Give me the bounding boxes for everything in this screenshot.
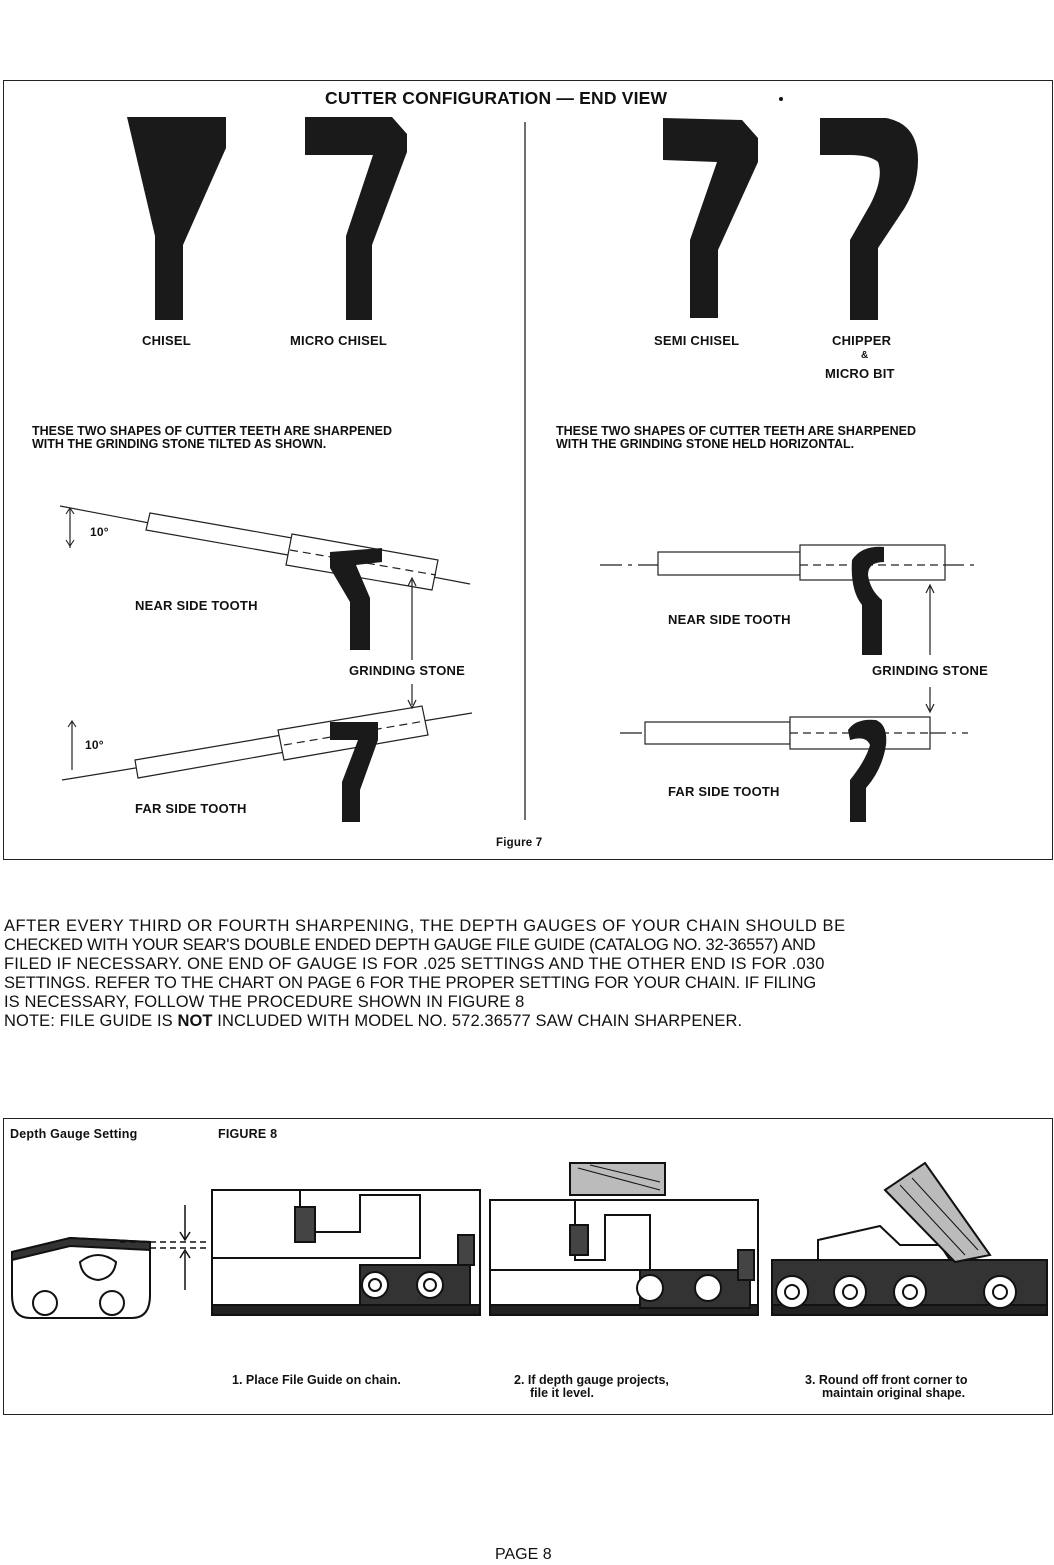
note-prefix: NOTE: FILE GUIDE IS [4, 1012, 178, 1030]
step-3-chain-icon [771, 1161, 1048, 1316]
near-side-chisel-tooth-icon [330, 548, 382, 650]
left-grinding-stone-label: GRINDING STONE [349, 663, 465, 678]
left-far-side-label: FAR SIDE TOOTH [135, 801, 247, 816]
chipper-label: CHIPPER [832, 333, 892, 348]
figure-7-title: CUTTER CONFIGURATION — END VIEW [325, 88, 668, 108]
left-note-line-1: THESE TWO SHAPES OF CUTTER TEETH ARE SHA… [32, 424, 392, 438]
paragraph-line-4: SETTINGS. REFER TO THE CHART ON PAGE 6 F… [4, 974, 817, 992]
step-2-caption-line-2: file it level. [530, 1386, 594, 1400]
page-number: PAGE 8 [495, 1546, 552, 1563]
chain-side-link-icon [11, 1236, 151, 1319]
note-line: NOTE: FILE GUIDE IS NOT INCLUDED WITH MO… [4, 1012, 1052, 1031]
figure-8-title: FIGURE 8 [218, 1127, 278, 1141]
micro-chisel-label: MICRO CHISEL [290, 333, 388, 348]
bullet-dot [779, 97, 783, 101]
figure-8-label: Depth Gauge Setting [10, 1127, 138, 1141]
right-far-side-label: FAR SIDE TOOTH [668, 784, 780, 799]
micro-chisel-tooth-icon [305, 117, 407, 320]
paragraph-line-2: CHECKED WITH YOUR SEAR'S DOUBLE ENDED DE… [4, 936, 816, 954]
far-angle-label: 10° [85, 738, 104, 752]
paragraph-line-5: IS NECESSARY, FOLLOW THE PROCEDURE SHOWN… [4, 993, 525, 1011]
step-3-caption-line-2: maintain original shape. [822, 1386, 966, 1400]
figure-8-box [3, 1118, 1053, 1415]
chisel-tooth-icon [127, 117, 226, 320]
step-2-chain-icon [489, 1162, 759, 1316]
figure-7-box [3, 80, 1053, 860]
right-note-line-1: THESE TWO SHAPES OF CUTTER TEETH ARE SHA… [556, 424, 916, 438]
step-3-caption-line-1: 3. Round off front corner to [805, 1373, 968, 1387]
note-bold: NOT [177, 1012, 213, 1030]
gauge-height-arrows [120, 1205, 210, 1290]
figure-7-caption: Figure 7 [496, 837, 543, 849]
near-angle-label: 10° [90, 525, 109, 539]
micro-bit-label: MICRO BIT [825, 366, 895, 381]
left-near-side-label: NEAR SIDE TOOTH [135, 598, 258, 613]
angle-arrows [65, 507, 77, 728]
far-side-chipper-tooth-icon [848, 719, 887, 822]
ampersand-label: & [861, 350, 869, 361]
step-2-caption-line-1: 2. If depth gauge projects, [514, 1373, 669, 1387]
semi-chisel-label: SEMI CHISEL [654, 333, 740, 348]
semi-chisel-tooth-icon [663, 118, 758, 318]
chisel-label: CHISEL [142, 333, 191, 348]
left-note-line-2: WITH THE GRINDING STONE TILTED AS SHOWN. [32, 437, 327, 451]
paragraph-line-3: FILED IF NECESSARY. ONE END OF GAUGE IS … [4, 955, 825, 973]
right-grinding-stone-label: GRINDING STONE [872, 663, 988, 678]
right-note-line-2: WITH THE GRINDING STONE HELD HORIZONTAL. [556, 437, 855, 451]
figure-7-drawing [59, 117, 975, 822]
chipper-tooth-icon [820, 118, 918, 320]
near-side-chipper-tooth-icon [851, 546, 884, 655]
note-suffix: INCLUDED WITH MODEL NO. 572.36577 SAW CH… [212, 1012, 743, 1030]
step-1-chain-icon [211, 1189, 481, 1316]
right-near-side-label: NEAR SIDE TOOTH [668, 612, 791, 627]
paragraph-line-1: AFTER EVERY THIRD OR FOURTH SHARPENING, … [4, 917, 846, 935]
step-1-caption: 1. Place File Guide on chain. [232, 1373, 401, 1387]
depth-gauge-instructions: AFTER EVERY THIRD OR FOURTH SHARPENING, … [4, 917, 1052, 1031]
far-side-chisel-tooth-icon [330, 722, 378, 822]
